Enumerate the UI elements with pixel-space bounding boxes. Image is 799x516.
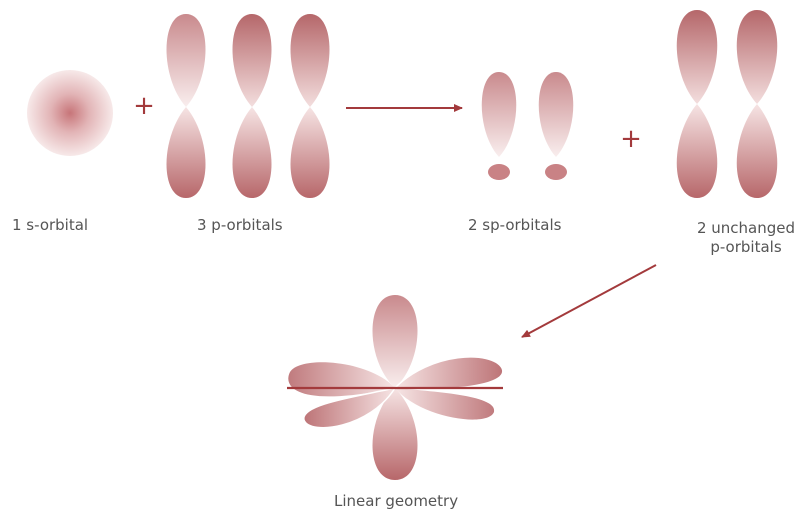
- unchanged-label-line-2: p-orbitals: [696, 238, 796, 257]
- sp-orbital-2: [539, 72, 574, 180]
- sp-orbital-1: [482, 72, 517, 180]
- linear-geometry-label: Linear geometry: [334, 492, 458, 511]
- plus-sign-2: +: [620, 124, 642, 154]
- p-orbital-1: [167, 14, 206, 198]
- unchanged-p-orbital-1: [677, 10, 718, 198]
- s-orbital-label: 1 s-orbital: [12, 216, 88, 235]
- p-orbitals-label: 3 p-orbitals: [197, 216, 283, 235]
- p-orbital-2: [233, 14, 272, 198]
- p-orbital-3: [291, 14, 330, 198]
- sp-orbitals-label: 2 sp-orbitals: [468, 216, 561, 235]
- unchanged-label-line-1: 2 unchanged: [696, 219, 796, 238]
- unchanged-p-orbitals-label: 2 unchanged p-orbitals: [696, 219, 796, 257]
- unchanged-p-orbital-2: [737, 10, 778, 198]
- s-orbital-sphere: [27, 70, 113, 156]
- combination-arrow: [522, 265, 656, 337]
- linear-geometry-figure: [287, 295, 503, 480]
- plus-sign-1: +: [133, 91, 155, 121]
